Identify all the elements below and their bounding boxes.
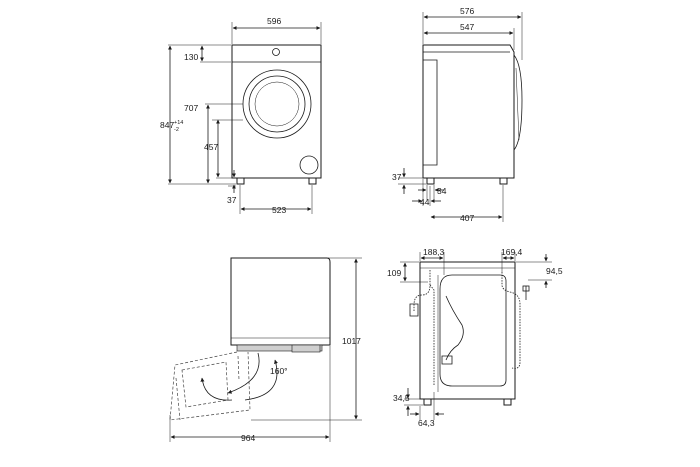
rear-foot-right bbox=[503, 398, 512, 406]
side-foot-height-label: 37 bbox=[392, 172, 402, 182]
side-rear-bulge bbox=[423, 59, 438, 166]
power-cable bbox=[445, 295, 464, 361]
side-depth-total-label: 576 bbox=[460, 6, 474, 16]
front-foot-spacing-label: 523 bbox=[272, 205, 286, 215]
rear-top-right-label: 94,5 bbox=[546, 266, 563, 276]
rear-left-offset-label: 188,3 bbox=[423, 247, 445, 257]
inlet-hose bbox=[501, 272, 521, 369]
front-foot-right bbox=[308, 177, 317, 185]
front-top-offset-label: 130 bbox=[184, 52, 198, 62]
front-body bbox=[231, 44, 322, 179]
side-foot-width-label: 34 bbox=[437, 186, 447, 196]
rear-top-left-label: 109 bbox=[387, 268, 401, 278]
front-view: 596 130 707 457 847 +14 -2 37 523 bbox=[160, 16, 322, 215]
rear-bottom-height-label: 34,5 bbox=[393, 393, 410, 403]
door-total-height-label: 1017 bbox=[342, 336, 361, 346]
side-door-profile bbox=[513, 54, 523, 151]
door-view-body bbox=[230, 257, 331, 346]
side-body bbox=[422, 44, 515, 179]
rear-body bbox=[419, 261, 516, 400]
program-knob bbox=[272, 48, 280, 56]
side-foot-offset-label: 44 bbox=[420, 197, 430, 207]
door-ring bbox=[248, 75, 306, 133]
rear-view: 188,3 169,4 109 94,5 34,5 64,3 bbox=[387, 247, 563, 428]
side-foot-rear bbox=[426, 177, 435, 185]
front-height-label: 847 bbox=[160, 120, 174, 130]
front-door-bottom-label: 457 bbox=[204, 142, 218, 152]
door-open-view: 160° 1017 964 bbox=[169, 257, 362, 443]
filter-hatch bbox=[299, 155, 319, 175]
front-width-label: 596 bbox=[267, 16, 281, 26]
door-angle-arc bbox=[227, 352, 260, 394]
drain-hose bbox=[413, 270, 435, 385]
door-hinge bbox=[236, 344, 323, 352]
side-depth-body-label: 547 bbox=[460, 22, 474, 32]
front-door-center-label: 707 bbox=[184, 103, 198, 113]
rear-right-offset-label: 169,4 bbox=[501, 247, 523, 257]
door-angle-label: 160° bbox=[270, 366, 288, 376]
rear-foot-left bbox=[423, 398, 432, 406]
rear-panel bbox=[439, 274, 507, 387]
front-height-tol-minus: -2 bbox=[174, 127, 179, 133]
side-foot-to-front-label: 407 bbox=[460, 213, 474, 223]
open-door-outline bbox=[169, 351, 251, 421]
door-glass bbox=[254, 81, 300, 127]
door-total-depth-label: 964 bbox=[241, 433, 255, 443]
front-foot-height-label: 37 bbox=[227, 195, 237, 205]
side-foot-front bbox=[499, 177, 508, 185]
front-height-tol-plus: +14 bbox=[174, 120, 183, 126]
side-view: 576 547 37 34 44 407 bbox=[392, 6, 523, 223]
front-foot-left bbox=[236, 177, 245, 185]
rear-bottom-offset-label: 64,3 bbox=[418, 418, 435, 428]
